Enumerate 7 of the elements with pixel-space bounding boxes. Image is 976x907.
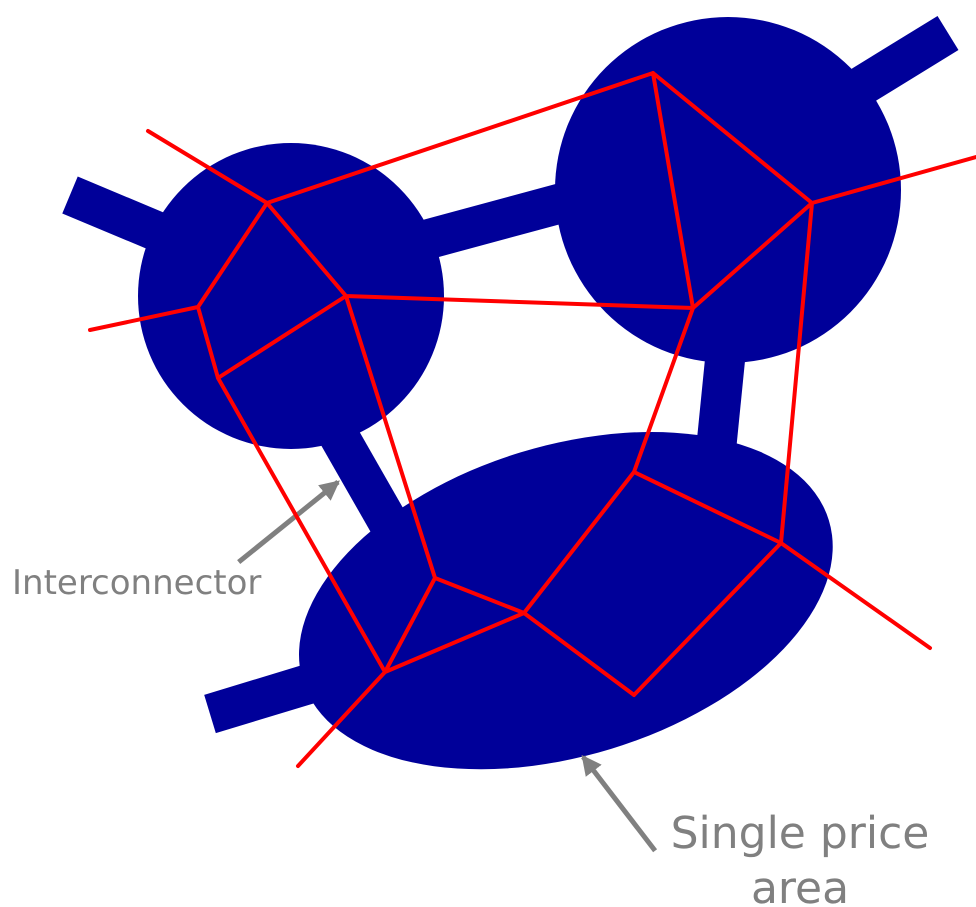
callout-label: Interconnector [12,562,294,604]
single-price-area [299,432,834,770]
leader-arrow [581,754,658,852]
price-area [555,17,901,363]
callout-label: Single price area [655,806,945,907]
price-area [138,143,444,449]
leader-arrow [237,480,340,564]
